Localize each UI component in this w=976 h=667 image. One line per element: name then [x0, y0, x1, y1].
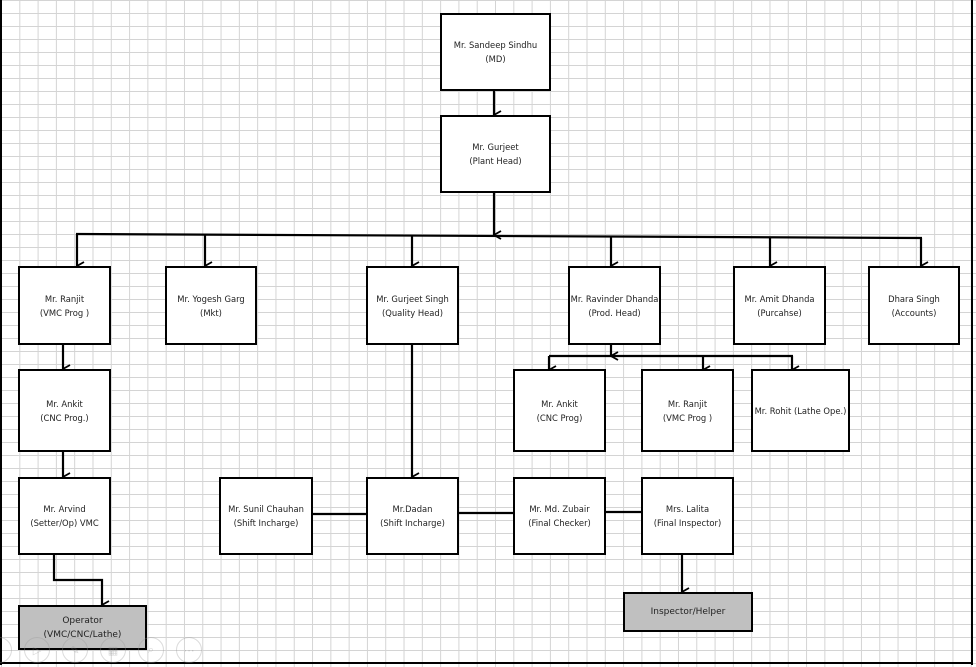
node-role: (Final Inspector)	[653, 518, 722, 528]
node-mkt[interactable]: Mr. Yogesh Garg (Mkt)	[165, 266, 257, 345]
zoom-icon[interactable]: ⌕	[138, 637, 164, 663]
node-md[interactable]: Mr. Sandeep Sindhu (MD)	[440, 13, 551, 91]
node-name: Mr. Yogesh Garg	[177, 293, 245, 304]
node-cnc-prog-1[interactable]: Mr. Ankit (CNC Prog.)	[18, 369, 111, 452]
node-name: Mr. Ranjit	[667, 398, 708, 409]
node-plant-head[interactable]: Mr. Gurjeet (Plant Head)	[440, 115, 551, 193]
node-cnc-prog-2[interactable]: Mr. Ankit (CNC Prog)	[513, 369, 606, 452]
node-name: Mrs. Lalita	[665, 504, 710, 514]
node-quality-head[interactable]: Mr. Gurjeet Singh (Quality Head)	[366, 266, 459, 345]
node-name: Mr. Ravinder Dhanda	[570, 293, 659, 304]
node-setter-op[interactable]: Mr. Arvind (Setter/Op) VMC	[18, 477, 111, 555]
node-name: Mr. Gurjeet Singh	[376, 293, 449, 304]
node-role: (Purcahse)	[757, 307, 802, 318]
node-vmc-prog-1[interactable]: Mr. Ranjit (VMC Prog )	[18, 266, 111, 345]
play-icon[interactable]: ▷	[24, 637, 50, 663]
node-name: Mr. Ankit	[46, 398, 83, 409]
node-shift-incharge-1[interactable]: Mr. Sunil Chauhan (Shift Incharge)	[219, 477, 313, 555]
node-role: (Setter/Op) VMC	[30, 518, 99, 528]
node-name: Mr. Arvind	[43, 504, 86, 514]
node-prod-head[interactable]: Mr. Ravinder Dhanda (Prod. Head)	[568, 266, 661, 345]
node-role: (Mkt)	[200, 307, 222, 318]
node-name: Operator	[62, 615, 103, 626]
frame-right-border	[971, 0, 973, 665]
node-role: (MD)	[485, 54, 506, 64]
node-role: (VMC Prog )	[39, 307, 90, 318]
node-final-inspector[interactable]: Mrs. Lalita (Final Inspector)	[641, 477, 734, 555]
node-name: Mr. Ranjit	[44, 293, 85, 304]
back-icon[interactable]: ‹	[0, 637, 12, 663]
node-purchase[interactable]: Mr. Amit Dhanda (Purcahse)	[733, 266, 826, 345]
node-name: Mr. Rohit (Lathe Ope.)	[754, 405, 847, 416]
node-shift-incharge-2[interactable]: Mr.Dadan (Shift Incharge)	[366, 477, 459, 555]
node-name: Mr. Md. Zubair	[529, 504, 590, 514]
slideshow-toolbar: ‹ ▷ ✎ ▦ ⌕ ⋯	[0, 637, 202, 667]
frame-left-border	[0, 0, 2, 665]
node-role: (Shift Incharge)	[233, 518, 299, 528]
node-name: Mr. Amit Dhanda	[744, 293, 815, 304]
node-role: (Prod. Head)	[588, 307, 641, 318]
edge-setter-operator	[52, 554, 102, 605]
node-role: (Accounts)	[891, 307, 937, 318]
node-vmc-prog-2[interactable]: Mr. Ranjit (VMC Prog )	[641, 369, 734, 452]
layout-icon[interactable]: ▦	[100, 637, 126, 663]
node-accounts[interactable]: Dhara Singh (Accounts)	[868, 266, 960, 345]
node-name: Mr. Ankit	[541, 398, 578, 409]
frame-bottom-border	[0, 662, 973, 664]
node-name: Inspector/Helper	[650, 607, 726, 617]
node-name: Mr.Dadan	[392, 504, 433, 514]
node-role: (VMC/CNC/Lathe)	[43, 629, 122, 640]
node-name: Mr. Gurjeet	[472, 142, 519, 152]
bus-level-2	[75, 232, 923, 240]
node-final-checker[interactable]: Mr. Md. Zubair (Final Checker)	[513, 477, 606, 555]
node-role: (CNC Prog)	[536, 412, 583, 423]
node-name: Dhara Singh	[888, 293, 940, 304]
node-lathe-op[interactable]: Mr. Rohit (Lathe Ope.)	[751, 369, 850, 452]
node-name: Mr. Sunil Chauhan	[228, 504, 304, 514]
pen-icon[interactable]: ✎	[62, 637, 88, 663]
node-role: (Shift Incharge)	[380, 518, 445, 528]
more-icon[interactable]: ⋯	[176, 637, 202, 663]
node-role: (CNC Prog.)	[40, 412, 89, 423]
node-inspector-helper[interactable]: Inspector/Helper	[623, 592, 753, 632]
node-role: (VMC Prog )	[662, 412, 713, 423]
node-role: (Final Checker)	[528, 518, 591, 528]
node-role: (Quality Head)	[381, 307, 444, 318]
node-role: (Plant Head)	[469, 156, 522, 166]
node-name: Mr. Sandeep Sindhu	[453, 40, 538, 50]
